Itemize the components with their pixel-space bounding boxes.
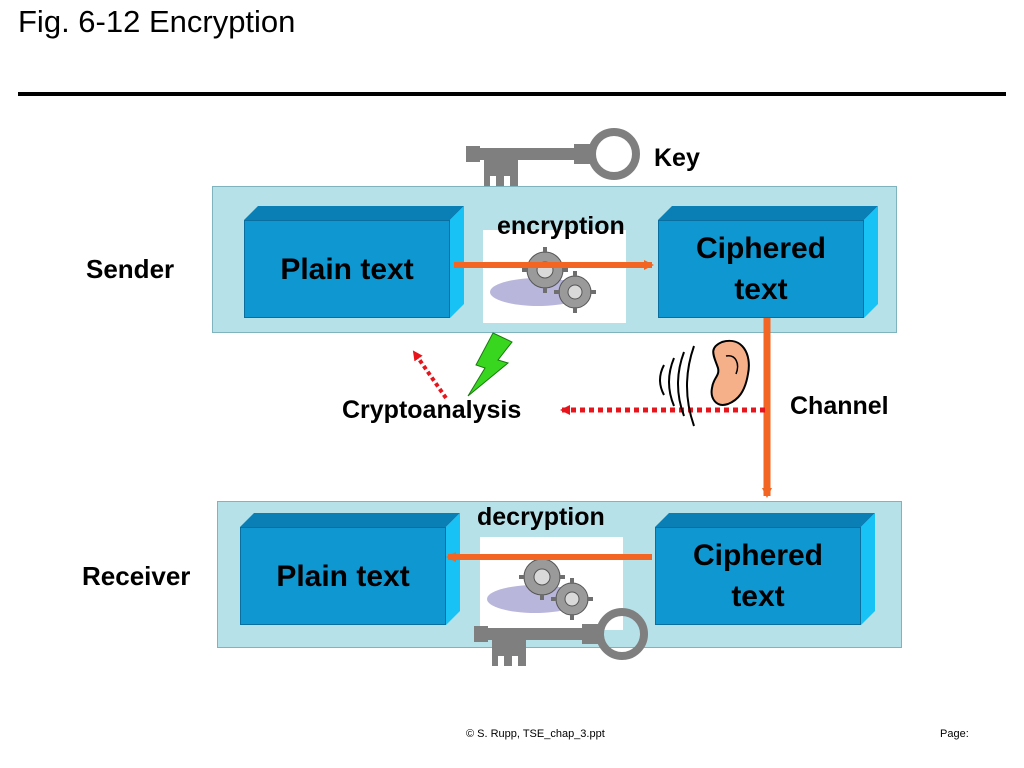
title-divider bbox=[18, 92, 1006, 96]
gears-icon bbox=[487, 554, 593, 620]
key-label: Key bbox=[654, 144, 700, 172]
sender-label: Sender bbox=[86, 254, 175, 284]
decryption-label: decryption bbox=[477, 503, 605, 531]
ear-icon bbox=[710, 339, 750, 406]
key-icon bbox=[474, 608, 648, 666]
encryption-label: encryption bbox=[497, 212, 625, 240]
footer-copyright: © S. Rupp, TSE_chap_3.ppt bbox=[466, 728, 605, 740]
footer-page: Page: bbox=[940, 728, 969, 740]
cryptoanalysis-label: Cryptoanalysis bbox=[342, 396, 522, 424]
sender-plain-text-label: Plain text bbox=[280, 252, 414, 286]
receiver-label: Receiver bbox=[82, 561, 191, 591]
encryption-gears-image bbox=[483, 230, 626, 323]
gears-icon bbox=[490, 247, 596, 313]
receiver-plain-text-box: Plain text bbox=[240, 513, 460, 625]
key-icon bbox=[466, 128, 640, 186]
page-title: Fig. 6-12 Encryption bbox=[18, 4, 296, 39]
sound-wave-icon bbox=[659, 345, 695, 427]
lightning-icon bbox=[467, 332, 513, 397]
analysis-arrow bbox=[412, 350, 448, 400]
decryption-gears-image bbox=[480, 537, 623, 630]
channel-label: Channel bbox=[790, 392, 889, 420]
receiver-plain-text-label: Plain text bbox=[276, 559, 410, 593]
sender-plain-text-box: Plain text bbox=[244, 206, 464, 318]
